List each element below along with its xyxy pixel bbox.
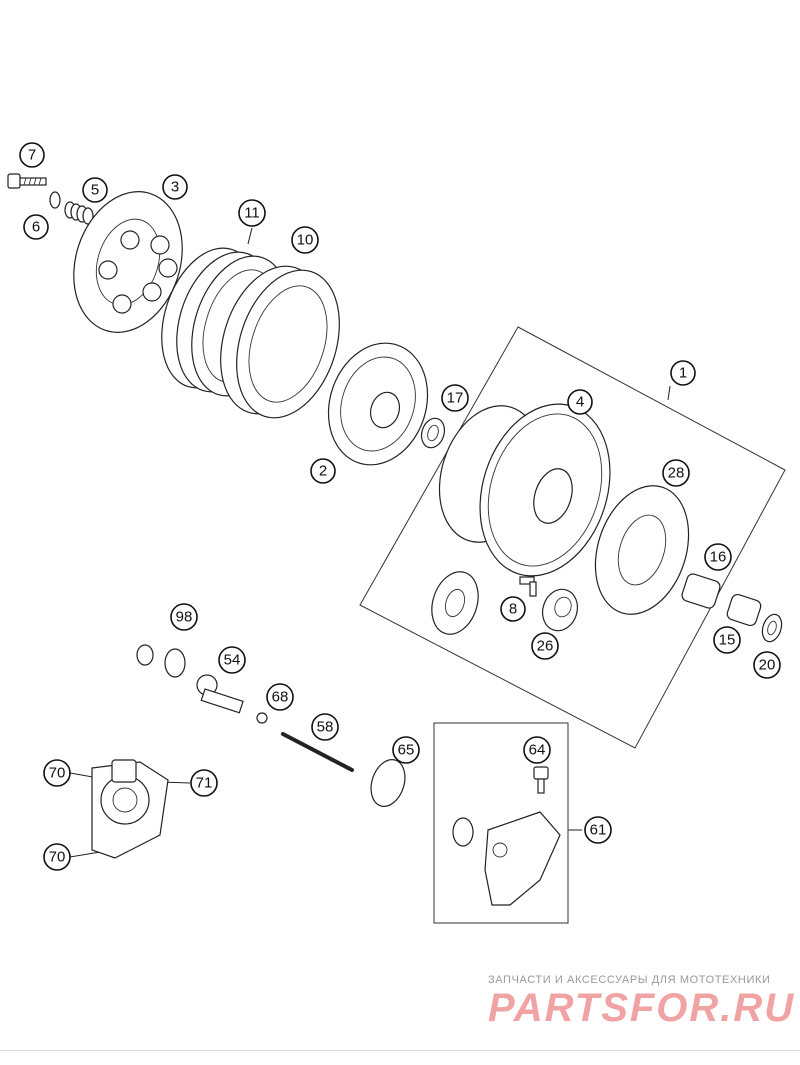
svg-text:2: 2: [319, 463, 327, 480]
part-thrust-washer: [420, 417, 446, 449]
callout-5: 5: [82, 177, 108, 203]
callout-98: 98: [170, 603, 198, 631]
svg-text:20: 20: [759, 657, 776, 674]
callout-4: 4: [567, 389, 593, 415]
part-spacer: [726, 593, 762, 627]
callout-54: 54: [218, 646, 246, 674]
part-bolt: [7, 173, 47, 189]
svg-text:5: 5: [91, 182, 99, 199]
callout-71: 71: [190, 769, 218, 797]
part-ball: [256, 712, 268, 724]
svg-text:71: 71: [196, 775, 213, 792]
svg-text:64: 64: [529, 742, 546, 759]
part-slave-cylinder: [91, 759, 169, 859]
svg-text:68: 68: [272, 689, 289, 706]
callout-70-top: 70: [43, 759, 71, 787]
callout-26: 26: [531, 632, 559, 660]
bottom-divider: [0, 1050, 800, 1051]
svg-text:54: 54: [224, 652, 241, 669]
callout-10: 10: [291, 226, 319, 254]
callout-3: 3: [162, 174, 188, 200]
part-needle-bearing: [681, 573, 721, 609]
part-primary-gear: [431, 571, 479, 635]
svg-text:1: 1: [679, 365, 687, 382]
callout-1: 1: [670, 360, 696, 386]
callout-65: 65: [392, 736, 420, 764]
svg-text:10: 10: [297, 232, 314, 249]
svg-text:11: 11: [244, 205, 260, 222]
svg-text:8: 8: [509, 601, 517, 618]
assembly-frame-1: [359, 326, 786, 749]
svg-text:65: 65: [398, 742, 415, 759]
callout-58: 58: [311, 713, 339, 741]
svg-text:61: 61: [590, 822, 607, 839]
callout-11: 11: [238, 199, 266, 227]
svg-text:70: 70: [49, 849, 66, 866]
callout-17: 17: [441, 384, 469, 412]
callout-7: 7: [19, 142, 45, 168]
callout-8: 8: [500, 596, 526, 622]
part-bushing: [541, 588, 579, 632]
part-inner-hub: [327, 342, 429, 466]
part-gasket: [594, 485, 690, 615]
part-washer-set: [136, 644, 186, 678]
callout-15: 15: [713, 626, 741, 654]
part-pressure-plate: [73, 191, 183, 333]
svg-text:4: 4: [576, 394, 584, 411]
watermark-logo: PARTSFOR.RU: [488, 986, 796, 1030]
watermark-tagline: ЗАПЧАСТИ И АКСЕССУАРЫ ДЛЯ МОТОТЕХНИКИ: [488, 974, 771, 986]
part-push-rod: [281, 732, 354, 772]
callout-16: 16: [704, 543, 732, 571]
callout-2: 2: [310, 458, 336, 484]
part-spring: [64, 201, 94, 225]
svg-text:6: 6: [32, 219, 40, 236]
part-pin: [519, 576, 537, 597]
svg-text:26: 26: [537, 638, 554, 655]
callout-20: 20: [753, 651, 781, 679]
part-screw: [533, 766, 549, 794]
callout-61: 61: [584, 816, 612, 844]
svg-text:28: 28: [668, 465, 685, 482]
part-steel-plates: [220, 265, 340, 419]
part-push-piece: [196, 674, 244, 714]
part-washer: [49, 191, 61, 209]
assembly-frame-61: [433, 722, 569, 924]
callout-70-bottom: 70: [43, 843, 71, 871]
svg-text:98: 98: [176, 609, 193, 626]
svg-text:17: 17: [447, 390, 464, 407]
part-o-ring: [370, 759, 406, 807]
part-release-lever: [452, 811, 561, 906]
callout-6: 6: [23, 214, 49, 240]
callout-68: 68: [266, 683, 294, 711]
svg-text:16: 16: [710, 549, 727, 566]
callout-28: 28: [662, 459, 690, 487]
svg-text:70: 70: [49, 765, 66, 782]
part-washer-20: [761, 613, 783, 643]
svg-text:58: 58: [317, 719, 334, 736]
svg-text:7: 7: [28, 147, 36, 164]
part-clutch-basket: [438, 403, 611, 577]
svg-text:3: 3: [171, 179, 179, 196]
svg-text:15: 15: [719, 632, 736, 649]
callout-64: 64: [523, 736, 551, 764]
